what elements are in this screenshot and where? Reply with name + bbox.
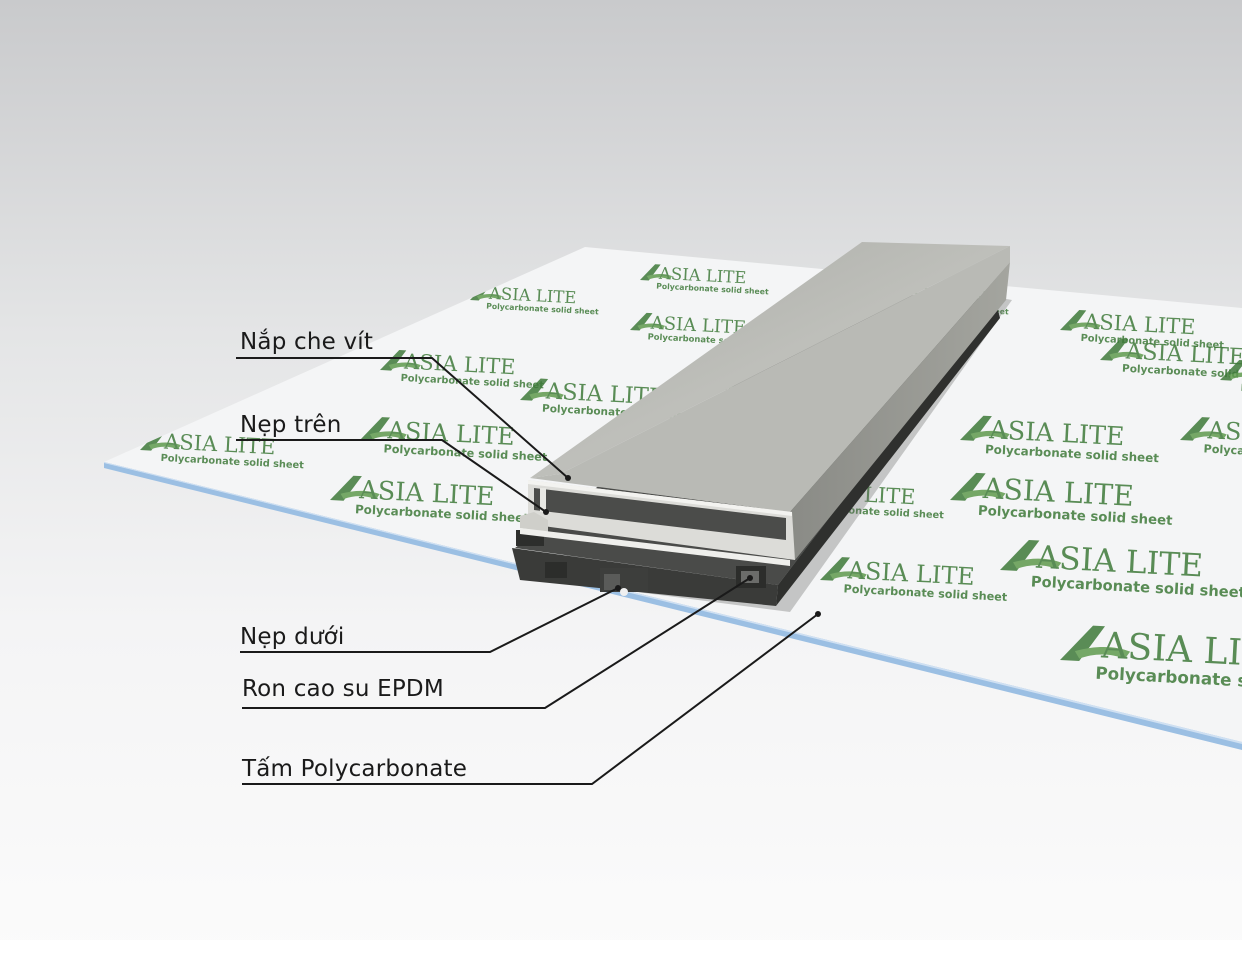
film-logo-text: ASIA LITE: [658, 264, 747, 288]
film-logo-text: ASIA LITE: [1124, 338, 1242, 370]
label-polycarbonate-sheet: Tấm Polycarbonate: [242, 756, 468, 782]
leader-line-epdm-gasket: [242, 577, 751, 709]
film-logo-text: ASIA LITE: [846, 556, 975, 591]
film-logo-text: ASIA LITE: [981, 472, 1135, 513]
label-epdm-gasket: Ron cao su EPDM: [242, 676, 444, 702]
film-logo-text: ASIA LITE: [988, 415, 1125, 452]
film-logo-text: ASIA LITE: [1034, 540, 1203, 585]
film-logo-text: ASIA LITE: [403, 349, 516, 379]
leader-line-screw-cover: [236, 357, 569, 479]
film-logo-text: ASIA LITE: [1083, 309, 1196, 339]
film-logo-tagline: Polycarbonate solid sheet: [1240, 383, 1242, 402]
film-logo-text: ASIA LITE: [163, 429, 276, 459]
top-batten-graphic: [520, 242, 1010, 566]
label-bottom-batten: Nẹp dưới: [240, 624, 345, 650]
film-logo-text: ASIA LITE: [649, 313, 746, 339]
leader-lines: [236, 357, 819, 785]
leader-line-bottom-batten: [240, 587, 619, 653]
label-top-batten: Nẹp trên: [240, 412, 342, 438]
label-screw-cover: Nắp che vít: [240, 329, 374, 355]
film-logo-text: ASIA LITE: [358, 475, 495, 512]
leader-line-polycarbonate: [242, 613, 819, 785]
film-logo-text: ASIA LITE: [488, 284, 577, 308]
leader-line-top-batten: [236, 439, 547, 513]
